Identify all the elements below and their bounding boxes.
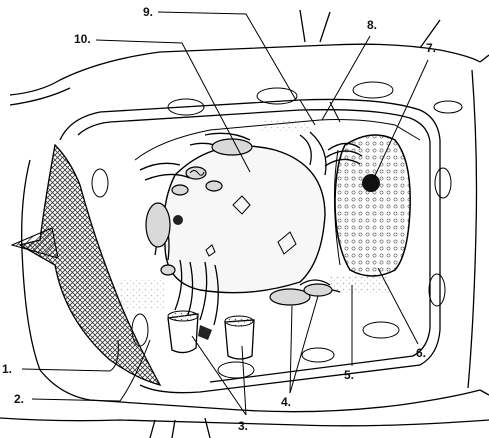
nucleolus [362, 174, 380, 192]
cut-organelles [168, 311, 254, 359]
label-8: 8. [367, 18, 377, 32]
label-4: 4. [281, 395, 291, 409]
nucleus [334, 135, 410, 276]
central-vacuole [164, 146, 325, 293]
leader-9 [158, 12, 296, 100]
label-3: 3. [238, 419, 248, 433]
label-1: 1. [2, 362, 12, 376]
leader-8 [322, 36, 370, 120]
label-9: 9. [143, 5, 153, 19]
label-10: 10. [74, 32, 91, 46]
label-6: 6. [416, 346, 426, 360]
label-5: 5. [344, 368, 354, 382]
label-7: 7. [426, 41, 436, 55]
label-2: 2. [14, 392, 24, 406]
